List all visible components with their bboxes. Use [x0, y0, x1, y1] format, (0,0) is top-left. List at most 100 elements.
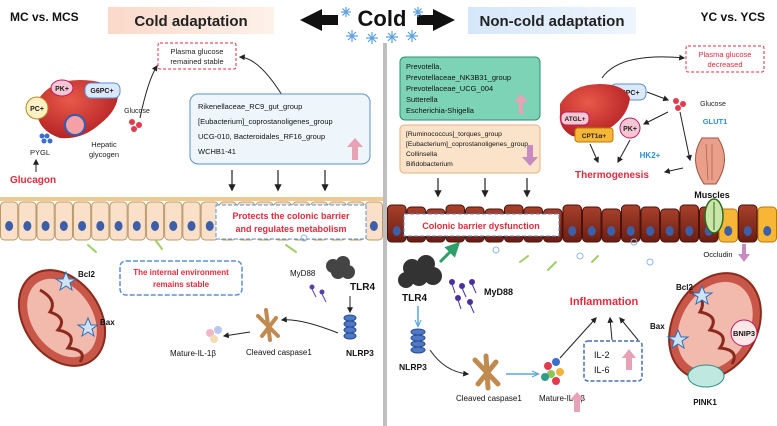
pk-badge: [50, 79, 74, 97]
up-arrow-icon: [347, 138, 363, 160]
tlr4-receptor-icon: [326, 256, 355, 279]
epithelial-cell-damaged: [562, 204, 582, 243]
bcl2-star-icon: [690, 284, 714, 306]
right-down-bacteria-4: Bifidobacterium: [406, 161, 453, 168]
cell-nucleus: [169, 221, 178, 231]
il1b-label-left: Mature-IL-1β: [170, 349, 216, 358]
glucose-label-left: Glucose: [124, 108, 150, 115]
myd88-label-left: MyD88: [290, 269, 316, 278]
glut1-label: GLUT1: [703, 117, 728, 126]
nlrp3-label-left: NLRP3: [346, 348, 374, 358]
right-up-bacteria-3: Prevotellaceae_UCG_004: [406, 84, 493, 93]
cell-nucleus: [369, 221, 378, 231]
right-title-banner: [468, 7, 636, 34]
scattered-virus-icon: [300, 234, 654, 266]
tlr4-receptor-icon: [398, 255, 442, 288]
cell-nucleus: [392, 226, 401, 236]
nlrp3-label-right: NLRP3: [399, 362, 427, 372]
left-down-arrows: [228, 170, 329, 192]
right-up-bacteria-1: Prevotella,: [406, 62, 441, 71]
bnip3-label: BNIP3: [733, 329, 755, 338]
bcl2-star-icon: [54, 270, 78, 292]
left-title-banner: [108, 7, 274, 34]
left-barrier-line2: and regulates metabolism: [235, 224, 346, 234]
cpt1a-badge: [574, 127, 614, 143]
left-group-label: MC vs. MCS: [10, 10, 79, 24]
atgl-badge: [560, 111, 590, 126]
right-barrier-box: [403, 213, 560, 237]
arrow-il1b-inflammation: [559, 317, 597, 359]
arrow-bacteria-to-glucose: [238, 54, 286, 101]
right-up-bacteria-box: [399, 56, 541, 121]
scattered-bacteria-icon: [87, 240, 599, 271]
pygl-label: PYGL: [30, 148, 50, 157]
muscle-icon: [695, 137, 725, 185]
cell-nucleus: [187, 221, 196, 231]
bax-label-right: Bax: [650, 322, 665, 331]
cell-nucleus: [743, 226, 752, 236]
nlrp3-icon-left: [343, 314, 357, 340]
right-group-label: YC vs. YCS: [701, 10, 765, 24]
snowflake-icon: [341, 7, 423, 44]
stable-line2: remains stable: [153, 280, 210, 289]
down-arrow-icon: [738, 244, 750, 262]
epithelial-cell-damaged: [738, 204, 758, 243]
glucose-decreased-box: [685, 45, 765, 73]
myd88-label-right: MyD88: [484, 287, 513, 297]
il2-label: IL-2: [594, 350, 610, 360]
il6-label: IL-6: [594, 365, 610, 375]
arrow-to-glucose-decreased: [601, 54, 686, 79]
thermogenesis-label: Thermogenesis: [575, 170, 649, 181]
glucose-stable-box: [157, 42, 237, 70]
pc-label: PC+: [30, 106, 44, 113]
right-up-bacteria-4: Sutterella: [406, 95, 439, 104]
glucose-decreased-line2: decreased: [707, 60, 742, 69]
arrow-glucose-pk: [642, 111, 669, 125]
cell-nucleus: [607, 226, 616, 236]
hepatic-label-line2: glycogen: [89, 150, 119, 159]
glucagon-label: Glucagon: [10, 175, 56, 186]
arrow-cytokine-inflammation: [607, 316, 614, 341]
bax-star-icon: [666, 328, 690, 350]
glucose-decreased-line1: Plasma glucose: [699, 50, 752, 59]
up-arrow-icon: [570, 392, 584, 412]
arrow-glucose-to-stable: [139, 64, 158, 119]
right-up-bacteria-2: Prevotellaceae_NK3B31_group: [406, 73, 511, 82]
pink1-badge: [687, 364, 725, 388]
caspase-icon-left: [256, 308, 280, 342]
inflammation-label: Inflammation: [570, 296, 639, 308]
cell-nucleus: [23, 221, 32, 231]
epithelial-cell-damaged: [601, 208, 621, 243]
cell-nucleus: [151, 221, 160, 231]
right-down-bacteria-box: [399, 124, 541, 174]
glucose-stable-line1: Plasma glucose: [171, 47, 224, 56]
epithelial-cell-damaged: [757, 206, 777, 243]
center-title: Cold: [358, 6, 407, 31]
bcl2-label-right: Bcl2: [676, 283, 693, 292]
g6pc-label-right: G6PC+: [616, 90, 639, 97]
caspase-icon-right: [472, 353, 501, 391]
pygl-molecules: [39, 133, 53, 144]
cell-nucleus: [626, 226, 635, 236]
tight-junction-icon: [704, 198, 724, 234]
bax-star-icon: [76, 316, 100, 338]
pk-label-right: PK+: [623, 126, 637, 133]
tlr4-label-left: TLR4: [350, 282, 375, 293]
cell-nucleus: [763, 226, 772, 236]
epithelial-cell-damaged: [679, 204, 699, 243]
bax-label-left: Bax: [100, 318, 115, 327]
left-bacteria-box: [189, 93, 371, 165]
cell-nucleus: [685, 226, 694, 236]
barrier-dysfunction-label: Colonic barrier dysfunction: [422, 221, 540, 231]
bnip3-badge: [730, 319, 758, 347]
muscles-label: Muscles: [694, 190, 730, 200]
cell-nucleus: [665, 226, 674, 236]
up-arrow-icon: [622, 349, 636, 370]
cell-nucleus: [41, 221, 50, 231]
g6pc-badge: [84, 82, 121, 99]
cell-nucleus: [646, 226, 655, 236]
il1b-label-right: Mature-IL-1β: [539, 394, 585, 403]
right-down-bacteria-3: Collinsella: [406, 151, 437, 158]
stable-line1: The internal environment: [133, 268, 229, 277]
